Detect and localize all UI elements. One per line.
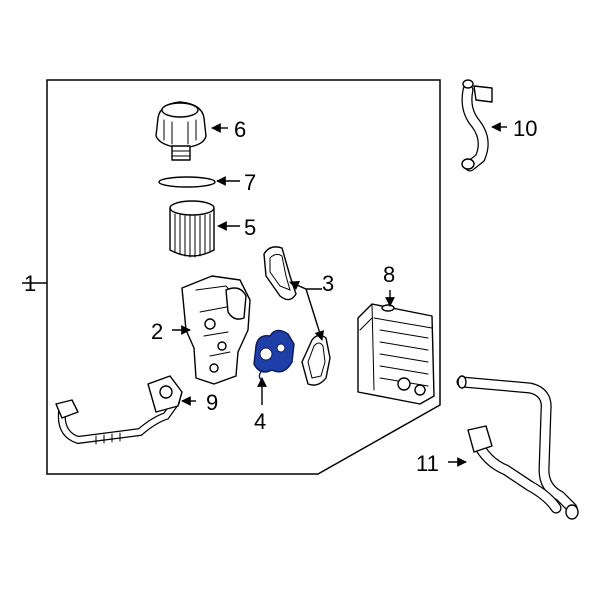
- callout-11: 11: [416, 451, 439, 476]
- callout-10: 10: [513, 116, 537, 141]
- callout-7: 7: [244, 170, 256, 195]
- callout-5: 5: [244, 215, 256, 240]
- assembly-frame: [46, 79, 441, 475]
- callout-9: 9: [206, 390, 218, 415]
- callout-4: 4: [254, 409, 266, 434]
- callout-8: 8: [383, 262, 395, 287]
- callout-3: 3: [322, 271, 334, 296]
- filter-housing-part[interactable]: [181, 275, 251, 385]
- coolant-hose-upper-part[interactable]: [461, 79, 493, 172]
- callout-2: 2: [151, 319, 163, 344]
- seal-upper-part[interactable]: [263, 246, 297, 301]
- filter-cap-part[interactable]: [155, 101, 207, 161]
- oil-line-part[interactable]: [55, 375, 183, 445]
- callout-6: 6: [234, 117, 246, 142]
- coolant-hose-lower-part[interactable]: [456, 375, 579, 520]
- callout-1: 1: [24, 271, 36, 296]
- o-ring-part[interactable]: [158, 176, 216, 188]
- filter-element-part[interactable]: [169, 200, 215, 258]
- leader-3a: [289, 281, 322, 291]
- leader-3b: [305, 288, 325, 341]
- seal-lower-part[interactable]: [301, 334, 331, 386]
- oil-cooler-part[interactable]: [357, 303, 435, 405]
- gasket-part[interactable]: [253, 329, 295, 383]
